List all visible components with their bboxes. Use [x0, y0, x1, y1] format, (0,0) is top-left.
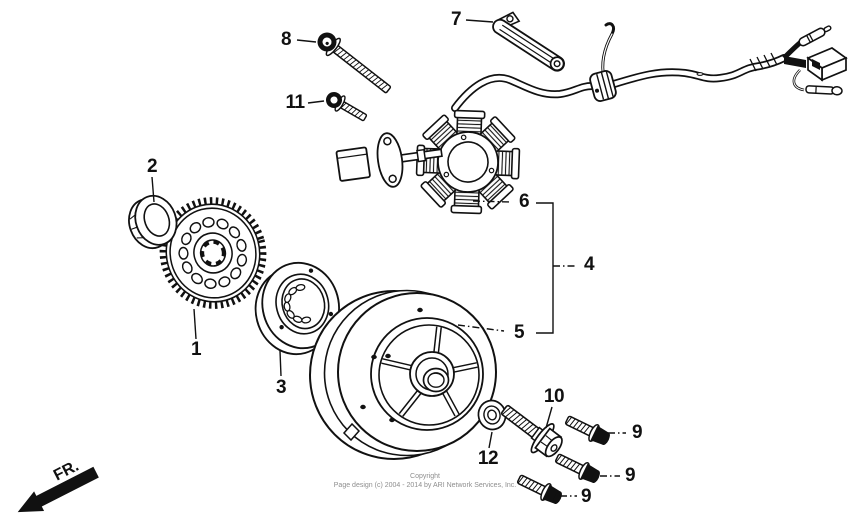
leader-lines	[151, 19, 626, 497]
copyright-line2: Page design (c) 2004 - 2014 by ARI Netwo…	[333, 482, 517, 490]
bullet-connector	[798, 25, 832, 47]
branch-wire	[601, 22, 615, 80]
starter-gear-illustration	[159, 197, 267, 309]
callout-9b: 9	[624, 465, 636, 486]
callout-1: 1	[190, 339, 202, 360]
flange-bolt-8-illustration	[317, 32, 392, 94]
callout-3: 3	[275, 377, 287, 398]
callout-4: 4	[583, 254, 595, 275]
bolt-9a-illustration	[562, 411, 614, 449]
callout-2: 2	[146, 156, 158, 177]
callout-7: 7	[450, 9, 462, 30]
one-way-clutch-illustration	[254, 261, 340, 356]
copyright-line1: Copyright	[410, 473, 440, 480]
fr-direction-arrow: FR.	[17, 458, 99, 513]
callout-8: 8	[280, 29, 292, 50]
bolt-10-illustration	[500, 404, 563, 458]
stator-illustration	[415, 109, 521, 215]
bolt-9b-illustration	[552, 449, 604, 487]
assembly-bracket-4	[536, 202, 554, 334]
grommet	[589, 70, 617, 102]
harness-rib-bands	[749, 52, 778, 72]
bolt-11-illustration	[326, 92, 368, 122]
bolt-9c-illustration	[514, 470, 566, 508]
callout-9c: 9	[580, 486, 592, 507]
callout-6: 6	[518, 191, 530, 212]
multi-pin-connector	[806, 47, 848, 82]
pulse-generator-illustration	[335, 132, 443, 188]
wiring-harness-illustration	[451, 22, 848, 112]
ring-terminal	[805, 85, 843, 96]
collar-illustration	[128, 194, 178, 250]
callout-5: 5	[513, 322, 525, 343]
flywheel-spokes	[381, 326, 478, 417]
wire-clamp-illustration	[492, 11, 565, 72]
copyright-footer: Copyright Page design (c) 2004 - 2014 by…	[334, 472, 516, 491]
callout-9a: 9	[631, 422, 643, 443]
callout-10: 10	[543, 386, 565, 407]
callout-12: 12	[477, 448, 499, 469]
washer-illustration	[477, 399, 507, 431]
callout-11: 11	[285, 92, 305, 113]
flywheel-illustration	[309, 289, 497, 460]
